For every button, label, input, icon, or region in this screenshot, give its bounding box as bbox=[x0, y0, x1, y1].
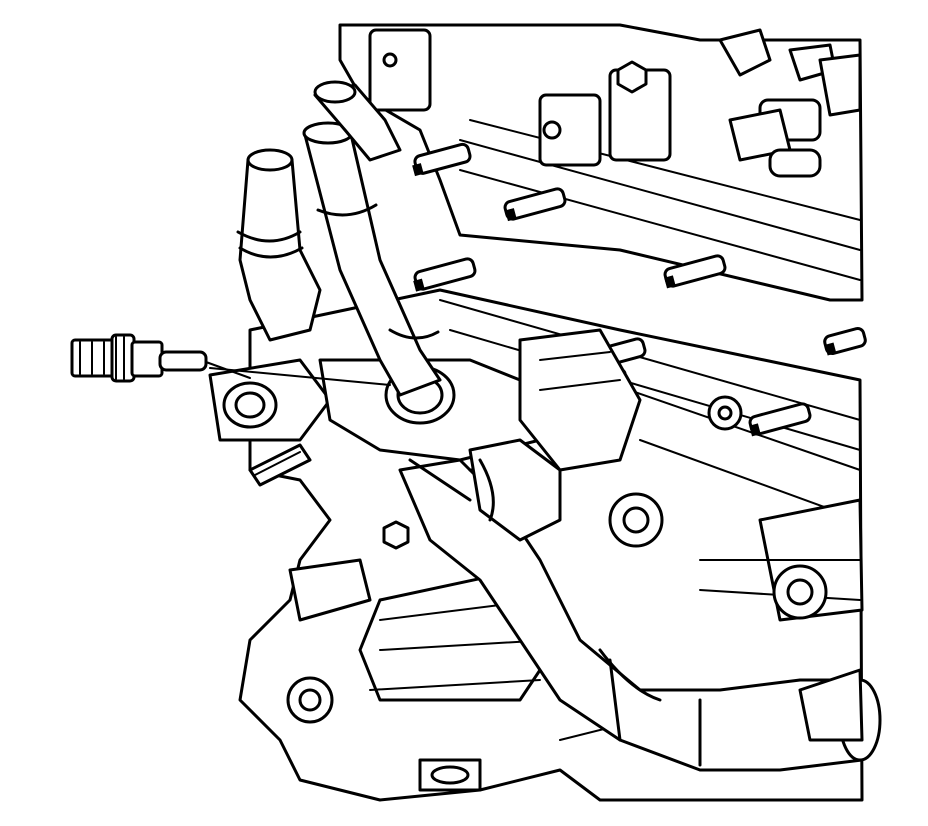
thermostat-housing bbox=[208, 358, 542, 487]
coolant-temperature-sensor bbox=[70, 333, 391, 386]
upper-radiator-hose bbox=[468, 438, 562, 542]
mounting-bracket bbox=[518, 328, 642, 472]
heater-hose bbox=[236, 80, 442, 397]
